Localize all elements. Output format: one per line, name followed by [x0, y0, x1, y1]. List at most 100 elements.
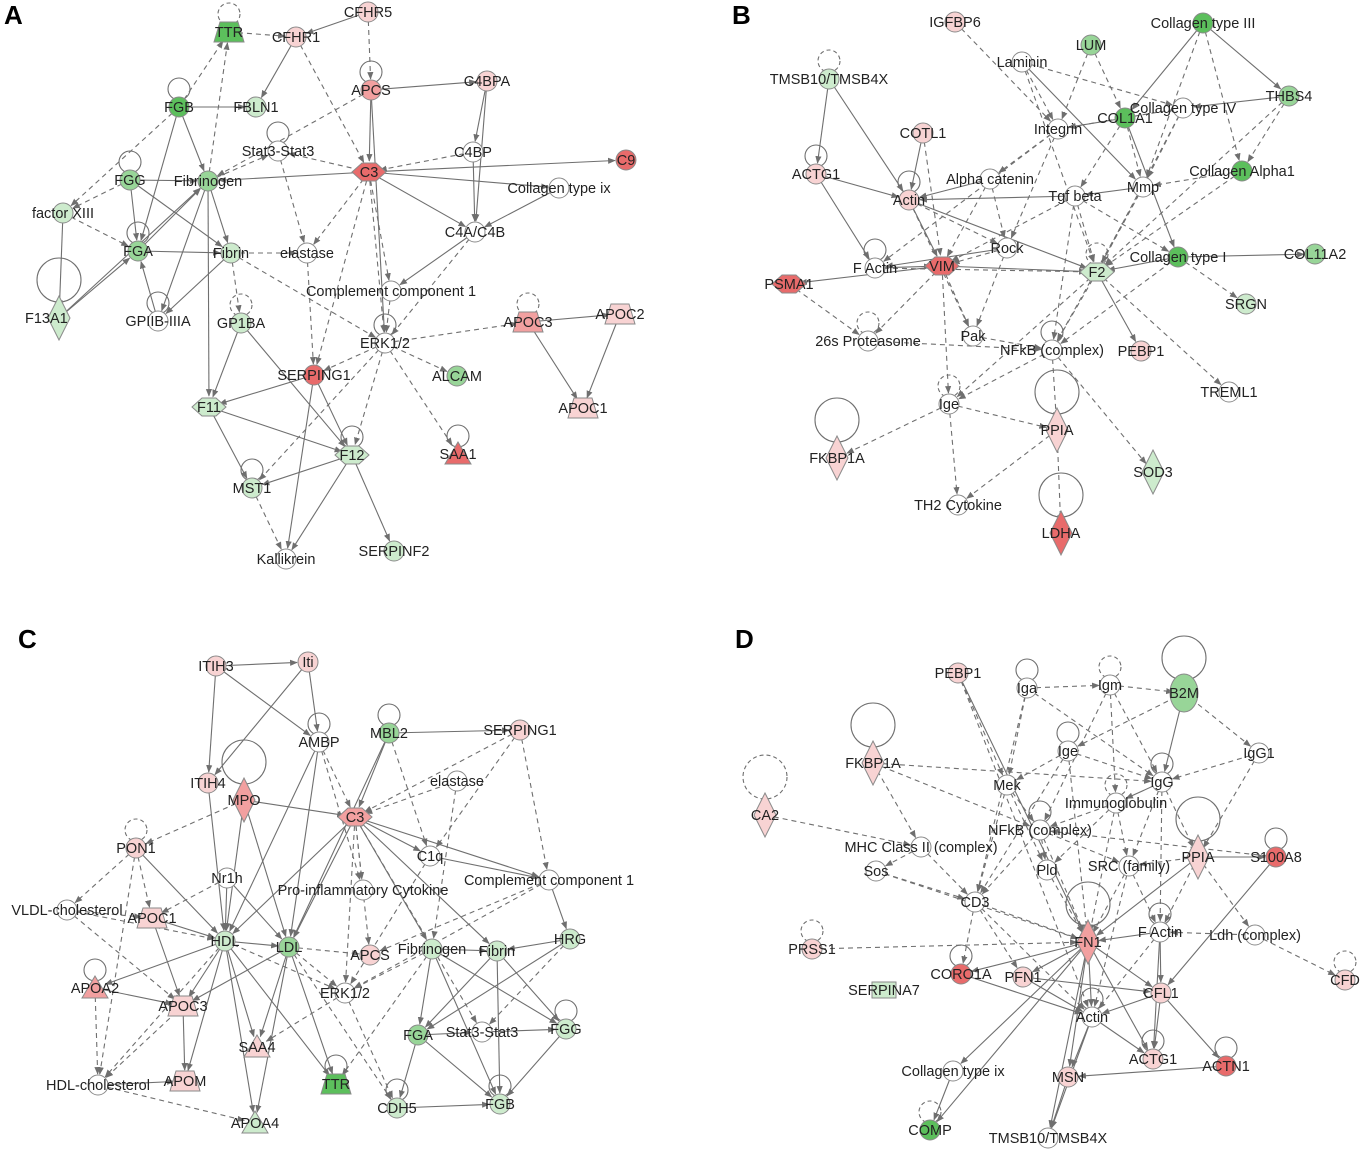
node-shape [805, 163, 827, 185]
edge-vim-to-ige [941, 265, 952, 394]
node-shape [127, 240, 149, 262]
node-ige: Ige [1056, 721, 1080, 762]
edge-c4bp-to-c3 [379, 151, 474, 172]
edge-cdh5-to-fgb [396, 1101, 490, 1109]
edge-psma1-to-26s-proteasome [788, 283, 860, 336]
node-label: NFkB (complex) [988, 823, 1092, 839]
node-label: Fibrinogen [174, 174, 243, 190]
edge-fgb-to-factor-xiii [70, 106, 180, 207]
edge-ldh-complex-to-cfd [1254, 934, 1336, 976]
node-shape [1049, 509, 1073, 557]
node-fibrinogen: Fibrinogen [398, 938, 466, 960]
node-label: APOC3 [158, 999, 207, 1015]
edge-stat3-stat3-to-fgg [481, 1026, 556, 1033]
node-igfbp6: IGFBP6 [929, 11, 981, 33]
node-itih3: ITIH3 [198, 655, 234, 677]
node-shape [168, 96, 190, 118]
edge-serping1-to-c3 [364, 729, 521, 813]
node-shape [1172, 97, 1194, 119]
node-label: VIM [929, 259, 955, 275]
node-ttr: TTR [213, 2, 245, 43]
node-label: SERPINA7 [848, 983, 920, 999]
edge-c3-to-elastase [313, 171, 370, 245]
edge-pon1-to-hdl [135, 847, 218, 934]
node-shape [1130, 340, 1152, 362]
node-shape [81, 975, 109, 999]
node-label: FGB [164, 100, 194, 116]
node-label: FGG [550, 1022, 581, 1038]
edge-mhc-class-ii-complex-to-cd3 [920, 846, 968, 895]
edge-ige-to-th2-cytokine [948, 403, 960, 495]
edge-igm-to-immunoglobulin [1109, 684, 1119, 793]
node-shape [241, 1110, 269, 1134]
node-shape [87, 1074, 109, 1096]
edge-actin-to-rock [908, 199, 998, 244]
edge-fgb-to-fga [139, 106, 180, 242]
edge-pld-to-fn1 [1046, 869, 1084, 934]
node-shape [1141, 448, 1165, 496]
edge-hdl-to-hdl-cholesterol [104, 940, 226, 1078]
edge-nfkb-complex-to-ppia [1051, 349, 1059, 420]
node-label: C1q [417, 849, 444, 865]
node-label: Stat3-Stat3 [242, 144, 315, 160]
self-loop [1085, 242, 1109, 266]
node-shape [359, 944, 381, 966]
node-shape [147, 310, 169, 332]
node-tmsb10-tmsb4x: TMSB10/TMSB4X [770, 49, 889, 90]
edge-c3-to-stat3-stat3 [354, 816, 477, 1024]
node-shape [419, 845, 441, 867]
edge-actn1-to-msn [1078, 1065, 1227, 1079]
edge-cfhr1-to-fbln1 [260, 36, 297, 99]
node-label: APOC2 [595, 307, 644, 323]
node-shape [489, 1093, 511, 1115]
edge-collagen-type-iii-to-collagen-alpha1 [1202, 22, 1241, 162]
node-f2: F2 [1079, 242, 1115, 282]
node-shape [947, 662, 969, 684]
node-fkbp1a: FKBP1A [845, 702, 901, 787]
node-itih4: ITIH4 [190, 772, 226, 794]
node-label: elastase [280, 246, 334, 262]
edge-mek-to-cd3 [976, 784, 1008, 893]
edge-lum-to-col1a1 [1090, 44, 1121, 109]
node-label: PPIA [1181, 850, 1214, 866]
edge-actg1-to-actin [815, 173, 900, 199]
edge-mpo-to-ldl [243, 799, 287, 938]
node-label: TTR [215, 25, 243, 41]
node-c1q: C1q [417, 845, 444, 867]
edge-c3-to-c4a-c4b [368, 171, 467, 228]
node-nfkb-complex: NFkB (complex) [988, 800, 1092, 841]
node-shape [1278, 85, 1300, 107]
edge-igm-to-igg [1109, 684, 1158, 773]
edge-nfkb-complex-to-fn1 [1039, 829, 1085, 933]
node-shape [944, 11, 966, 33]
node-shape [245, 96, 267, 118]
node-ppia: PPIA [1175, 796, 1221, 881]
edge-c3-to-fibrinogen [218, 171, 370, 184]
node-shape [857, 330, 879, 352]
node-shape [979, 168, 1001, 190]
node-col11a2: COL11A2 [1284, 243, 1346, 265]
node-shape [334, 982, 356, 1004]
node-apoc1: APOC1 [558, 397, 608, 419]
node-shape [1142, 1048, 1164, 1070]
node-tmsb10-tmsb4x: TMSB10/TMSB4X [989, 1127, 1108, 1149]
node-erk1-2: ERK1/2 [320, 982, 370, 1004]
node-label: Tgf beta [1048, 189, 1102, 205]
node-label: PRSS1 [788, 942, 836, 958]
edge-gp1ba-to-f12 [240, 322, 346, 448]
node-label: IgG1 [1243, 746, 1274, 762]
node-shape [303, 364, 325, 386]
node-shape [1012, 966, 1034, 988]
node-label: FKBP1A [809, 451, 865, 467]
node-fn1: FN1 [1065, 881, 1111, 966]
edge-erk1-2-to-mst1 [258, 342, 386, 481]
edge-iga-to-cd3 [976, 687, 1028, 893]
node-label: MHC Class II (complex) [844, 840, 997, 856]
edge-collagen-type-ix-to-c4a-c4b [484, 187, 560, 228]
edge-elastase-to-serping1 [306, 252, 317, 365]
node-psma1: PSMA1 [764, 274, 814, 294]
node-label: F11 [197, 400, 221, 416]
node-coro1a: CORO1A [930, 944, 992, 985]
node-label: APOA4 [231, 1116, 279, 1132]
